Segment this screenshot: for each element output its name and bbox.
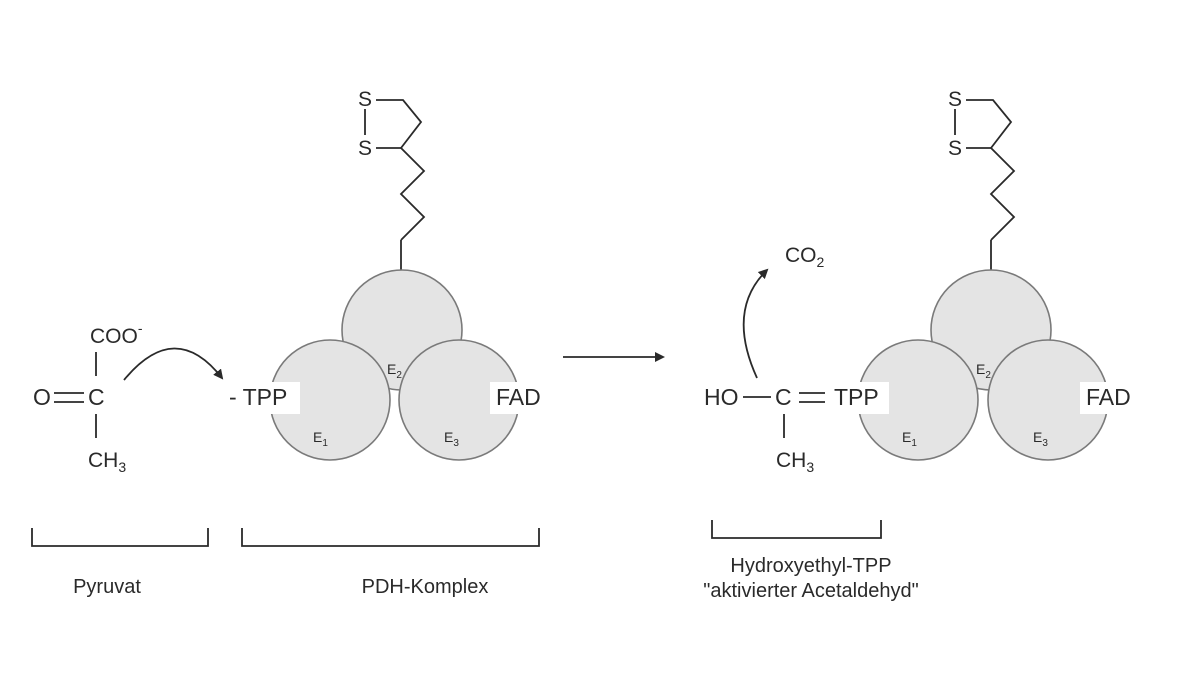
tpp-label-left: - TPP — [229, 384, 287, 410]
dithiolane-ring-right — [966, 99, 1013, 149]
pyruvate-coo-label: COO- — [90, 320, 143, 348]
sulfur-bottom-right: S — [948, 137, 962, 160]
pyruvate-transfer-arrow — [123, 347, 224, 381]
co2-release-arrow — [742, 268, 769, 379]
hydroxyethyl-caption-line1: Hydroxyethyl-TPP — [730, 555, 891, 577]
sulfur-top-left: S — [358, 88, 372, 111]
ho-label: HO — [704, 384, 739, 410]
lipoyl-chain-right — [989, 147, 1016, 241]
hydroxyethyl-tpp-structure: CO2 HO C CH3 — [704, 244, 825, 475]
intermediate-carbon-label: C — [775, 384, 792, 410]
fad-label-bg-right — [1080, 382, 1140, 414]
pyruvat-bracket — [31, 528, 209, 547]
pyruvat-caption: Pyruvat — [73, 576, 141, 598]
intermediate-ch3-label: CH3 — [776, 449, 814, 475]
tpp-label-bg-right — [831, 382, 889, 414]
e2-label-right: E2 — [976, 361, 991, 381]
e3-label-right: E3 — [1033, 429, 1048, 449]
e1-label-left: E1 — [313, 429, 328, 449]
e3-label-left: E3 — [444, 429, 459, 449]
pdh-complex-right: S S E1 E2 E3 TPP FAD — [831, 88, 1140, 461]
e2-label-left: E2 — [387, 361, 402, 381]
lipoyl-chain-left — [399, 147, 426, 241]
pdh-komplex-caption: PDH-Komplex — [362, 576, 489, 598]
pyruvate-structure: COO- O C CH3 — [33, 320, 143, 475]
tpp-label-right: TPP — [834, 384, 879, 410]
fad-label-right: FAD — [1086, 384, 1131, 410]
sulfur-bottom-left: S — [358, 137, 372, 160]
co2-label: CO2 — [785, 244, 825, 270]
fad-label-bg-left — [490, 382, 550, 414]
fad-label-left: FAD — [496, 384, 541, 410]
dithiolane-ring-left — [376, 99, 423, 149]
pyruvate-ch3-label: CH3 — [88, 449, 126, 475]
hydroxyethyl-bracket — [711, 520, 882, 539]
pyruvate-oxygen-label: O — [33, 384, 51, 410]
pyruvate-carbon-label: C — [88, 384, 105, 410]
e1-label-right: E1 — [902, 429, 917, 449]
sulfur-top-right: S — [948, 88, 962, 111]
hydroxyethyl-caption-line2: "aktivierter Acetaldehyd" — [703, 580, 918, 602]
pdh-komplex-bracket — [241, 528, 540, 547]
pdh-complex-left: S S E1 E2 E3 - TPP FAD — [226, 88, 550, 461]
tpp-label-bg-left — [226, 382, 300, 414]
